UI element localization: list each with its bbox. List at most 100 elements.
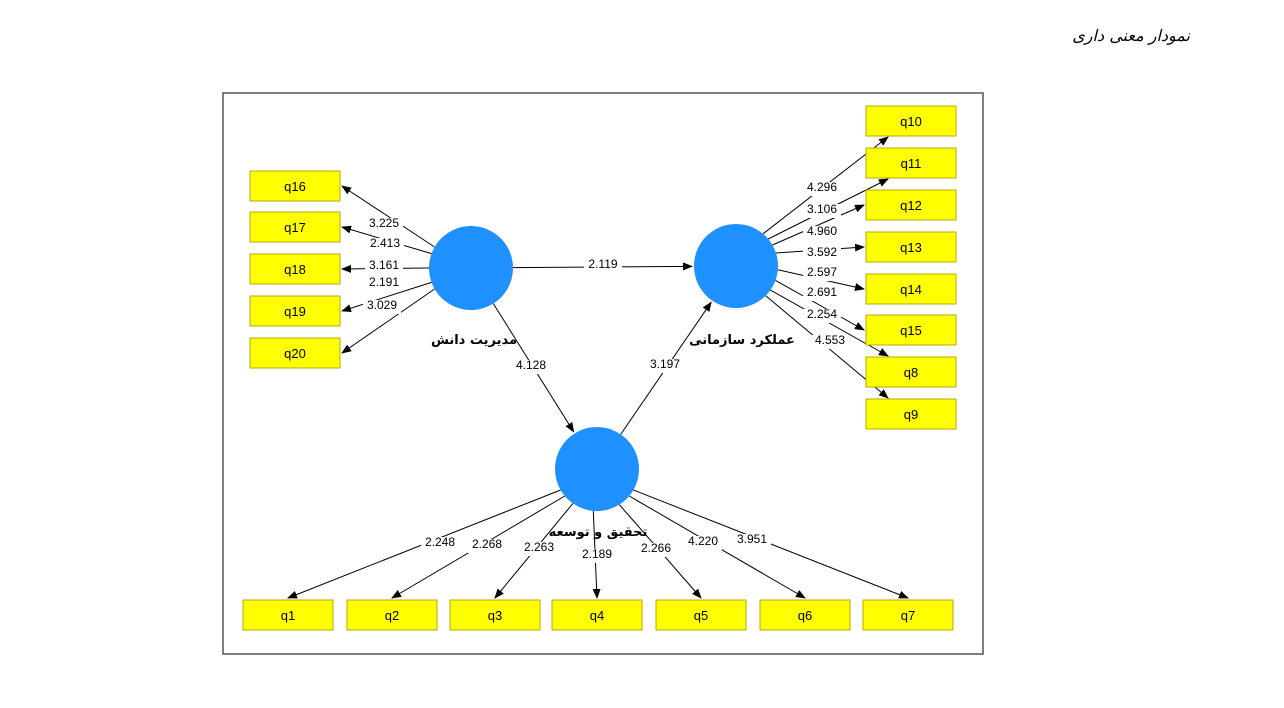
indicator-box-q1	[242, 599, 334, 631]
indicator-label-q15: q15	[900, 323, 922, 338]
loading-value-q4: 2.189	[582, 547, 612, 561]
loading-value-q6: 4.220	[688, 534, 718, 548]
slide-title: نمودار معنی داری	[1072, 26, 1190, 45]
indicator-label-q7: q7	[901, 608, 915, 623]
indicator-box-q13	[865, 231, 957, 263]
indicator-box-q4	[551, 599, 643, 631]
indicator-box-q7	[862, 599, 954, 631]
indicator-label-q18: q18	[284, 262, 306, 277]
indicator-label-q19: q19	[284, 304, 306, 319]
indicator-label-q20: q20	[284, 346, 306, 361]
loading-value-q17-bg	[366, 238, 404, 252]
indicator-box-q5	[655, 599, 747, 631]
indicator-label-q1: q1	[281, 608, 295, 623]
path-coefficient-rd-op-bg	[646, 359, 684, 373]
indicator-box-q9	[865, 398, 957, 430]
loading-value-q7: 3.951	[737, 532, 767, 546]
indicator-box-q19	[249, 295, 341, 327]
indicator-label-q5: q5	[694, 608, 708, 623]
loading-value-q11-bg	[803, 204, 841, 218]
path-coefficient-rd-op: 3.197	[650, 357, 680, 371]
indicator-label-q4: q4	[590, 608, 604, 623]
loading-value-q20-bg	[363, 300, 401, 314]
indicator-box-q3	[449, 599, 541, 631]
loading-value-q15: 2.691	[807, 285, 837, 299]
loading-value-q15-bg	[803, 287, 841, 301]
loading-value-q1: 2.248	[425, 535, 455, 549]
loading-value-q14: 2.597	[807, 265, 837, 279]
path-coefficient-km-op-bg	[584, 259, 622, 273]
indicator-box-q8	[865, 356, 957, 388]
indicator-label-q2: q2	[385, 608, 399, 623]
labels-layer: 3.2252.4133.1612.1913.0294.2963.1064.960…	[363, 180, 849, 563]
loading-value-q5: 2.266	[641, 541, 671, 555]
edge-km-q20	[341, 288, 435, 354]
loading-value-q19: 2.191	[369, 275, 399, 289]
indicator-box-q18	[249, 253, 341, 285]
edge-op-q15	[775, 279, 865, 331]
indicator-box-q6	[759, 599, 851, 631]
loading-value-q18-bg	[365, 260, 403, 274]
latent-label-rd: تحقیق و توسعه	[549, 525, 648, 540]
loading-value-q5-bg	[637, 543, 675, 557]
path-coefficient-km-op: 2.119	[588, 257, 617, 271]
loading-value-q9-bg	[811, 335, 849, 349]
loading-value-q2-bg	[468, 539, 506, 553]
indicator-label-q3: q3	[488, 608, 502, 623]
edge-km-q19	[341, 281, 432, 313]
loading-value-q18: 3.161	[369, 258, 399, 272]
indicator-box-q15	[865, 314, 957, 346]
loading-value-q2: 2.268	[472, 537, 502, 551]
indicator-label-q16: q16	[284, 179, 306, 194]
indicator-box-q14	[865, 273, 957, 305]
loading-value-q13-bg	[803, 247, 841, 261]
indicator-box-q16	[249, 170, 341, 202]
indicator-label-q17: q17	[284, 220, 306, 235]
loading-value-q13: 3.592	[807, 245, 837, 259]
indicator-label-q8: q8	[904, 365, 918, 380]
indicator-label-q11: q11	[901, 156, 922, 171]
latent-label-op: عملکرد سازمانی	[689, 333, 795, 348]
indicator-box-q11	[865, 147, 957, 179]
loading-value-q3-bg	[520, 542, 558, 556]
indicator-box-q20	[249, 337, 341, 369]
latent-node-rd	[555, 427, 639, 511]
indicator-label-q13: q13	[900, 240, 922, 255]
loading-value-q8: 2.254	[807, 307, 837, 321]
loading-value-q14-bg	[803, 267, 841, 281]
loading-value-q11: 3.106	[807, 202, 837, 216]
path-coefficient-km-rd: 4.128	[516, 358, 546, 372]
indicator-label-q6: q6	[798, 608, 812, 623]
path-coefficient-km-rd-bg	[512, 360, 550, 374]
indicator-box-q17	[249, 211, 341, 243]
loading-value-q10-bg	[803, 182, 841, 196]
indicator-label-q9: q9	[904, 407, 918, 422]
indicator-box-q12	[865, 189, 957, 221]
loading-value-q12: 4.960	[807, 224, 837, 238]
loading-value-q19-bg	[365, 277, 403, 291]
latent-node-op	[694, 224, 778, 308]
latent-label-km: مدیریت دانش	[431, 333, 517, 348]
indicator-label-q10: q10	[900, 114, 922, 129]
edge-km-q16	[341, 185, 435, 248]
loading-value-q10: 4.296	[807, 180, 837, 194]
edge-op-q12	[772, 204, 865, 246]
loading-value-q8-bg	[803, 309, 841, 323]
latent-node-km	[429, 226, 513, 310]
nodes-layer: q16 q17 q18 q19 q20 q10 q11 q12 q13 q14 q15 q8 q9 q1 q…	[242, 105, 957, 631]
indicator-label-q14: q14	[900, 282, 922, 297]
indicator-box-q2	[346, 599, 438, 631]
loading-value-q1-bg	[421, 537, 459, 551]
loading-value-q6-bg	[684, 536, 722, 550]
loading-value-q16: 3.225	[369, 216, 399, 230]
loading-value-q12-bg	[803, 226, 841, 240]
loading-value-q3: 2.263	[524, 540, 554, 554]
loading-value-q4-bg	[578, 549, 616, 563]
loading-value-q17: 2.413	[370, 236, 400, 250]
loading-value-q9: 4.553	[815, 333, 845, 347]
indicator-box-q10	[865, 105, 957, 137]
loading-value-q16-bg	[365, 218, 403, 232]
loading-value-q7-bg	[733, 534, 771, 548]
indicator-label-q12: q12	[900, 198, 922, 213]
